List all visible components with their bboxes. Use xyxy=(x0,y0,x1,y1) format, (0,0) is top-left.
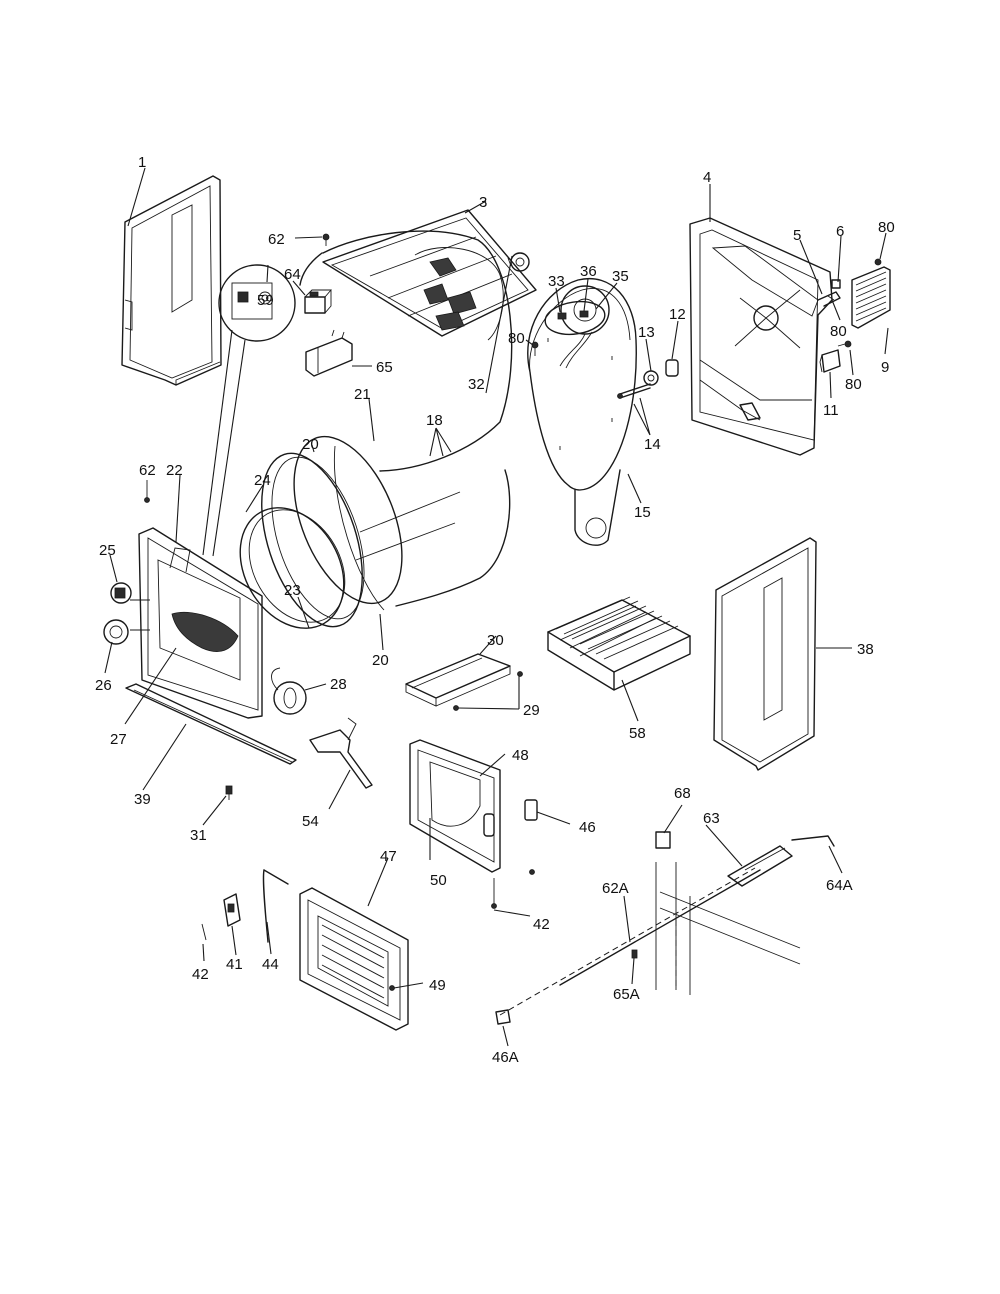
label-65: 65 xyxy=(376,359,393,376)
label-28: 28 xyxy=(330,676,347,693)
part-hinge-41 xyxy=(223,893,241,927)
label-47: 47 xyxy=(380,848,397,865)
part-bracket-65 xyxy=(305,329,372,377)
label-59: 59 xyxy=(257,292,274,309)
label-64A: 64A xyxy=(826,877,853,894)
label-29: 29 xyxy=(523,702,540,719)
part-magnified-detail-59 xyxy=(202,264,296,557)
part-door-panel-48-50 xyxy=(409,739,501,873)
label-44: 44 xyxy=(262,956,279,973)
leader-lines xyxy=(104,167,889,1047)
label-42: 42 xyxy=(192,966,209,983)
part-drying-rack-58 xyxy=(547,596,691,691)
label-21: 21 xyxy=(354,386,371,403)
label-15: 15 xyxy=(634,504,651,521)
label-11: 11 xyxy=(823,402,839,419)
label-18: 18 xyxy=(426,412,443,429)
label-62: 62 xyxy=(268,231,285,248)
label-62A: 62A xyxy=(602,880,629,897)
label-3: 3 xyxy=(479,194,487,211)
part-gasket-23-24 xyxy=(239,507,346,629)
part-screw-62-top xyxy=(294,233,330,246)
part-screw-31 xyxy=(225,785,233,800)
label-1: 1 xyxy=(138,154,146,171)
label-46A: 46A xyxy=(492,1049,519,1066)
label-23: 23 xyxy=(284,582,301,599)
label-65A: 65A xyxy=(613,986,640,1003)
part-door-outer-47 xyxy=(299,887,409,1031)
label-22: 22 xyxy=(166,462,183,479)
label-30: 30 xyxy=(487,632,504,649)
part-knob-28 xyxy=(271,667,307,715)
part-top-panel xyxy=(322,209,537,337)
label-26: 26 xyxy=(95,677,112,694)
label-31: 31 xyxy=(190,827,207,844)
part-bracket-11 xyxy=(819,349,841,373)
label-41: 41 xyxy=(226,956,243,973)
label-39: 39 xyxy=(134,791,151,808)
part-thermostat-33-35-36 xyxy=(544,300,606,369)
label-62: 62 xyxy=(139,462,156,479)
part-screws-42 xyxy=(201,869,535,941)
part-side-panel-left xyxy=(121,175,222,386)
label-80: 80 xyxy=(508,330,525,347)
label-80: 80 xyxy=(830,323,847,340)
label-9: 9 xyxy=(881,359,889,376)
part-rear-bulkhead-15 xyxy=(527,277,637,546)
label-48: 48 xyxy=(512,747,529,764)
label-36: 36 xyxy=(580,263,597,280)
part-rear-frame-4 xyxy=(689,217,833,456)
label-50: 50 xyxy=(430,872,447,889)
part-drum-21 xyxy=(293,230,513,611)
label-58: 58 xyxy=(629,725,646,742)
label-25: 25 xyxy=(99,542,116,559)
part-seal-20 xyxy=(261,452,365,628)
label-32: 32 xyxy=(468,376,485,393)
part-vent-grate-9 xyxy=(851,266,891,329)
label-80: 80 xyxy=(878,219,895,236)
label-4: 4 xyxy=(703,169,711,186)
label-64: 64 xyxy=(284,266,301,283)
label-12: 12 xyxy=(669,306,686,323)
label-68: 68 xyxy=(674,785,691,802)
label-63: 63 xyxy=(703,810,720,827)
label-14: 14 xyxy=(644,436,661,453)
label-33: 33 xyxy=(548,273,565,290)
part-screw-80-right xyxy=(837,258,882,348)
label-35: 35 xyxy=(612,268,629,285)
label-42: 42 xyxy=(533,916,550,933)
part-front-panel-22 xyxy=(138,527,263,719)
part-pulley-5-6 xyxy=(817,279,841,307)
label-27: 27 xyxy=(110,731,127,748)
label-6: 6 xyxy=(836,223,844,240)
part-rod-44 xyxy=(262,869,289,943)
part-gas-burner-assembly xyxy=(495,831,835,1025)
part-screw-80-center xyxy=(531,341,539,356)
label-49: 49 xyxy=(429,977,446,994)
label-20: 20 xyxy=(372,652,389,669)
part-screws-29 xyxy=(453,671,523,711)
part-kick-plate-39 xyxy=(125,683,297,765)
label-80: 80 xyxy=(845,376,862,393)
part-side-panel-right xyxy=(713,537,852,771)
part-bracket-54 xyxy=(309,717,373,789)
part-shaft-12-13-14 xyxy=(617,359,679,399)
label-5: 5 xyxy=(793,227,801,244)
label-46: 46 xyxy=(579,819,596,836)
part-lint-trap-30 xyxy=(405,653,511,707)
label-54: 54 xyxy=(302,813,319,830)
part-screw-62-left xyxy=(144,480,150,503)
label-38: 38 xyxy=(857,641,874,658)
label-20: 20 xyxy=(302,436,319,453)
part-switch-64 xyxy=(304,289,332,314)
label-13: 13 xyxy=(638,324,655,341)
part-latch-46 xyxy=(524,799,571,825)
label-24: 24 xyxy=(254,472,271,489)
part-number-labels: 1 3 4 5 6 80 62 64 59 65 33 36 35 80 13 … xyxy=(95,154,895,1066)
part-knob-25-26 xyxy=(103,582,150,645)
